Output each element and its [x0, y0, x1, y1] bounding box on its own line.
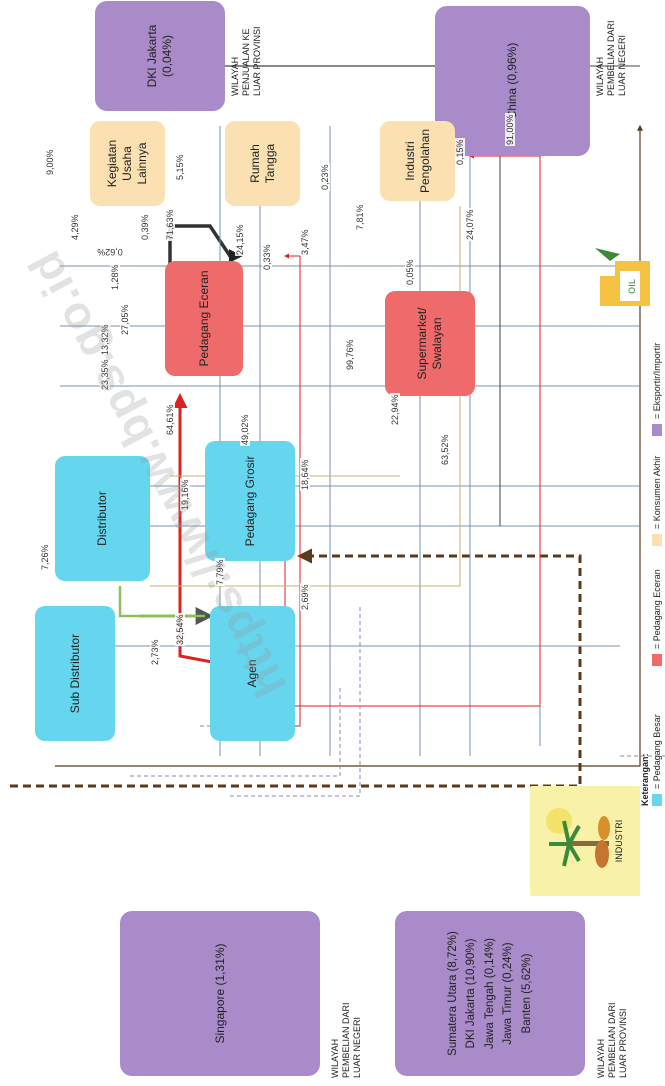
pct-label: 91,00%: [505, 113, 515, 146]
pct-label: 63,52%: [440, 433, 450, 466]
node-label: Pedagang Grosir: [243, 456, 258, 547]
node-label: Industri Pengolahan: [403, 125, 433, 197]
legend-item: = Pedagang Eceran: [652, 569, 662, 666]
node-label: Rumah Tangga: [248, 125, 278, 202]
pct-label: 0,05%: [405, 258, 415, 286]
pct-label: 24,15%: [235, 223, 245, 256]
legend-item: = Konsumen Akhir: [652, 456, 662, 546]
region-item: Jawa Timur (0,24%): [501, 942, 515, 1044]
pct-label: 27,05%: [120, 303, 130, 336]
region-item: Banten (5,62%): [520, 954, 534, 1034]
node-label: Pedagang Eceran: [197, 270, 212, 366]
node-pedagang-eceran: Pedagang Eceran: [165, 261, 243, 376]
pct-label: 99,76%: [345, 338, 355, 371]
oil-text: OIL: [628, 279, 638, 294]
pct-label: 18,64%: [300, 458, 310, 491]
pct-label: 2,69%: [300, 583, 310, 611]
region-item: DKI Jakarta (10,90%): [464, 939, 478, 1049]
region-buy-other-province: Sumatera Utara (8,72%) DKI Jakarta (10,9…: [395, 911, 585, 1076]
node-label: Supermarket/ Swalayan: [415, 295, 445, 392]
region-title-buy-province: WILAYAH PEMBELIAN DARI LUAR PROVINSI: [596, 988, 629, 1078]
pct-label: 64,61%: [165, 403, 175, 436]
pct-label: 2,73%: [150, 638, 160, 666]
region-item: China (0,96%): [505, 43, 520, 120]
cooking-oil-bottle-icon: OIL: [590, 246, 660, 316]
node-label: Sub Distributor: [68, 634, 83, 713]
legend-item: = Pedagang Besar: [652, 714, 662, 806]
node-rumah-tangga: Rumah Tangga: [225, 121, 300, 206]
pct-label: 24,07%: [465, 208, 475, 241]
pct-label: 3,47%: [300, 228, 310, 256]
pct-label: 22,94%: [390, 393, 400, 426]
palm-oil-factory-icon: [544, 806, 614, 876]
pct-label: 0,23%: [320, 163, 330, 191]
legend-swatch-red: [652, 654, 662, 666]
legend-swatch-purple: [652, 424, 662, 436]
legend-label: = Eksportir/Importir: [652, 343, 662, 419]
legend-item: = Eksportir/Importir: [652, 343, 662, 436]
region-item: Sumatera Utara (8,72%): [446, 931, 460, 1056]
region-item: DKI Jakarta (0,04%): [145, 5, 175, 107]
pct-label: 1,28%: [110, 263, 120, 291]
node-label: Kegiatan Usaha Lainnya: [105, 125, 150, 202]
node-supermarket: Supermarket/ Swalayan: [385, 291, 475, 396]
pct-label: 0,39%: [140, 213, 150, 241]
legend-label: = Pedagang Besar: [652, 714, 662, 789]
pct-label: 71,63%: [165, 208, 175, 241]
pct-label: 9,00%: [45, 148, 55, 176]
region-buy-abroad: Singapore (1,31%): [120, 911, 320, 1076]
pct-label: 32,54%: [175, 613, 185, 646]
industri-node: INDUSTRI: [530, 786, 640, 896]
region-title-sell-province: WILAYAH PENJUALAN KE LUAR PROVINSI: [230, 6, 263, 96]
node-label: Distributor: [95, 491, 110, 546]
node-sub-distributor: Sub Distributor: [35, 606, 115, 741]
pct-label: 0,33%: [262, 243, 272, 271]
pct-label: 0,62%: [96, 247, 124, 257]
legend-title: Keterangan:: [640, 753, 650, 806]
region-item: Jawa Tengah (0,14%): [483, 938, 497, 1049]
pct-label: 49,02%: [240, 413, 250, 446]
legend-swatch-blue: [652, 794, 662, 806]
pct-label: 0,15%: [455, 138, 465, 166]
pct-label: 7,26%: [40, 543, 50, 571]
node-industri-pengolahan: Industri Pengolahan: [380, 121, 455, 201]
pct-label: 4,29%: [70, 213, 80, 241]
legend-swatch-beige: [652, 534, 662, 546]
region-title-sell-abroad: WILAYAH PEMBELIAN DARI LUAR NEGERI: [595, 6, 628, 96]
region-sell-other-province: DKI Jakarta (0,04%): [95, 1, 225, 111]
pct-label: 7,81%: [355, 203, 365, 231]
industri-label: INDUSTRI: [614, 820, 625, 863]
node-kegiatan-usaha-lainnya: Kegiatan Usaha Lainnya: [90, 121, 165, 206]
legend-label: = Konsumen Akhir: [652, 456, 662, 529]
pct-label: 5,15%: [175, 153, 185, 181]
legend-title-text: Keterangan:: [640, 753, 650, 806]
legend-label: = Pedagang Eceran: [652, 569, 662, 649]
region-item: Singapore (1,31%): [213, 943, 228, 1043]
region-title-buy-abroad: WILAYAH PEMBELIAN DARI LUAR NEGERI: [330, 988, 363, 1078]
